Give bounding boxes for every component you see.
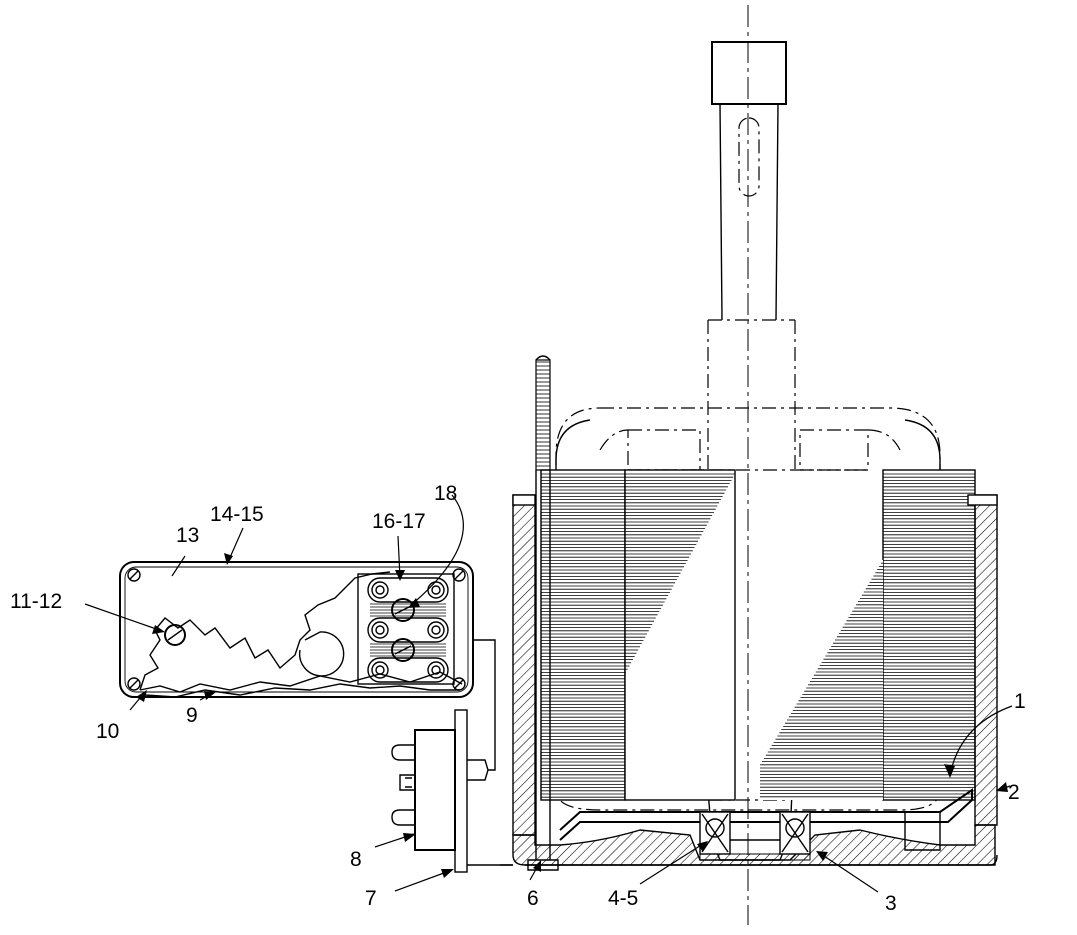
callout-1: 1 [1014, 690, 1026, 713]
through-bolt [527, 355, 559, 871]
callout-18: 18 [434, 482, 457, 505]
callout-6: 6 [527, 887, 539, 910]
terminal-block [357, 573, 455, 685]
leader-1 [949, 705, 1013, 776]
callout-14-15: 14-15 [210, 503, 264, 526]
motor-housing [500, 494, 998, 866]
terminal-screw-bottom [367, 657, 449, 683]
junction-box [119, 561, 474, 698]
motor-shaft [707, 41, 796, 470]
leader-4-5 [639, 841, 707, 885]
bearing-right [779, 811, 811, 855]
terminal-center-screw-upper [391, 598, 415, 622]
stator-lamination-left [540, 469, 736, 801]
callout-2: 2 [1008, 781, 1020, 804]
junction-box-housing [119, 561, 474, 698]
terminal-center-screw-lower [391, 638, 415, 662]
callout-3: 3 [885, 892, 897, 915]
corner-screw-bottom-left [127, 677, 141, 691]
corner-screw-top-right [452, 568, 466, 582]
leader-18 [409, 494, 464, 607]
bearing-retainer [699, 853, 811, 861]
callout-7: 7 [365, 887, 377, 910]
lead-wire [473, 639, 496, 771]
callout-9: 9 [186, 704, 198, 727]
leader-13 [171, 555, 186, 577]
callout-11-12: 11-12 [10, 590, 62, 613]
leader-11-12 [84, 603, 163, 632]
callout-10: 10 [96, 720, 119, 743]
callout-4-5: 4-5 [608, 887, 638, 910]
ground-screw [164, 624, 186, 646]
corner-screw-top-left [127, 568, 141, 582]
stator-lamination-right [760, 469, 976, 801]
receptacle-assembly [391, 709, 489, 873]
leader-3 [817, 851, 879, 893]
callout-13: 13 [176, 524, 199, 547]
shaft-spline [711, 41, 787, 105]
leader-arrowheads [136, 553, 1008, 878]
shaft-keyway [738, 117, 760, 197]
leader-lines [84, 494, 1013, 893]
callout-16-17: 16-17 [372, 510, 426, 533]
mounting-plate [454, 709, 468, 873]
callout-8: 8 [350, 848, 362, 871]
callout-labels: 1 2 3 4-5 6 7 8 9 10 11-12 13 14-15 16-1… [10, 482, 1026, 915]
terminal-screw-middle [367, 617, 449, 643]
end-bell-baffle [559, 788, 973, 851]
